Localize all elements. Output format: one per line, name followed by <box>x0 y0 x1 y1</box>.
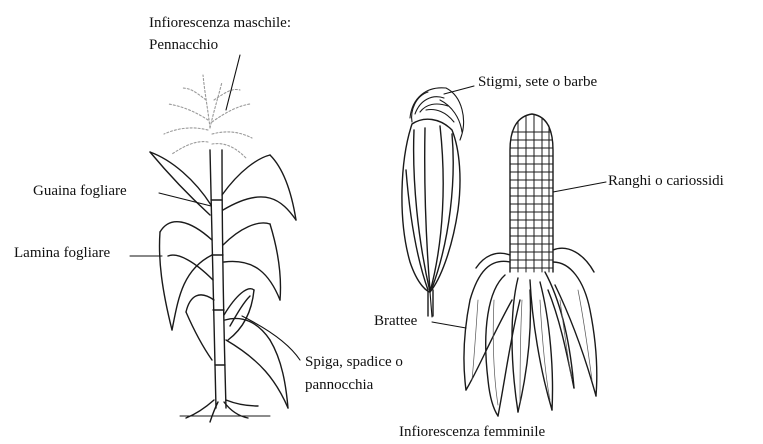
open-cob <box>464 114 597 416</box>
leader-kernel-rows <box>553 182 606 192</box>
silks <box>410 88 464 140</box>
label-silks: Stigmi, sete o barbe <box>478 73 597 92</box>
maize-plant <box>150 75 296 422</box>
leader-husks <box>430 292 432 317</box>
label-kernel-rows: Ranghi o cariossidi <box>608 172 724 191</box>
label-husks: Brattee <box>374 312 417 331</box>
leader-husks-right <box>432 322 466 328</box>
label-tassel-line2: Pennacchio <box>149 36 218 55</box>
tassel <box>164 75 252 158</box>
label-ear-line2: pannocchia <box>305 376 373 395</box>
leader-tassel <box>226 55 240 110</box>
label-leaf-sheath: Guaina fogliare <box>33 182 127 201</box>
husked-ear <box>402 88 464 316</box>
peeled-husks <box>464 248 597 416</box>
label-leaf-blade: Lamina fogliare <box>14 244 110 263</box>
roots <box>180 400 270 422</box>
label-female-inflorescence: Infiorescenza femminile <box>399 423 545 442</box>
stalk-ear <box>224 289 254 340</box>
label-tassel-line1: Infiorescenza maschile: <box>149 14 291 33</box>
label-ear-line1: Spiga, spadice o <box>305 353 403 372</box>
